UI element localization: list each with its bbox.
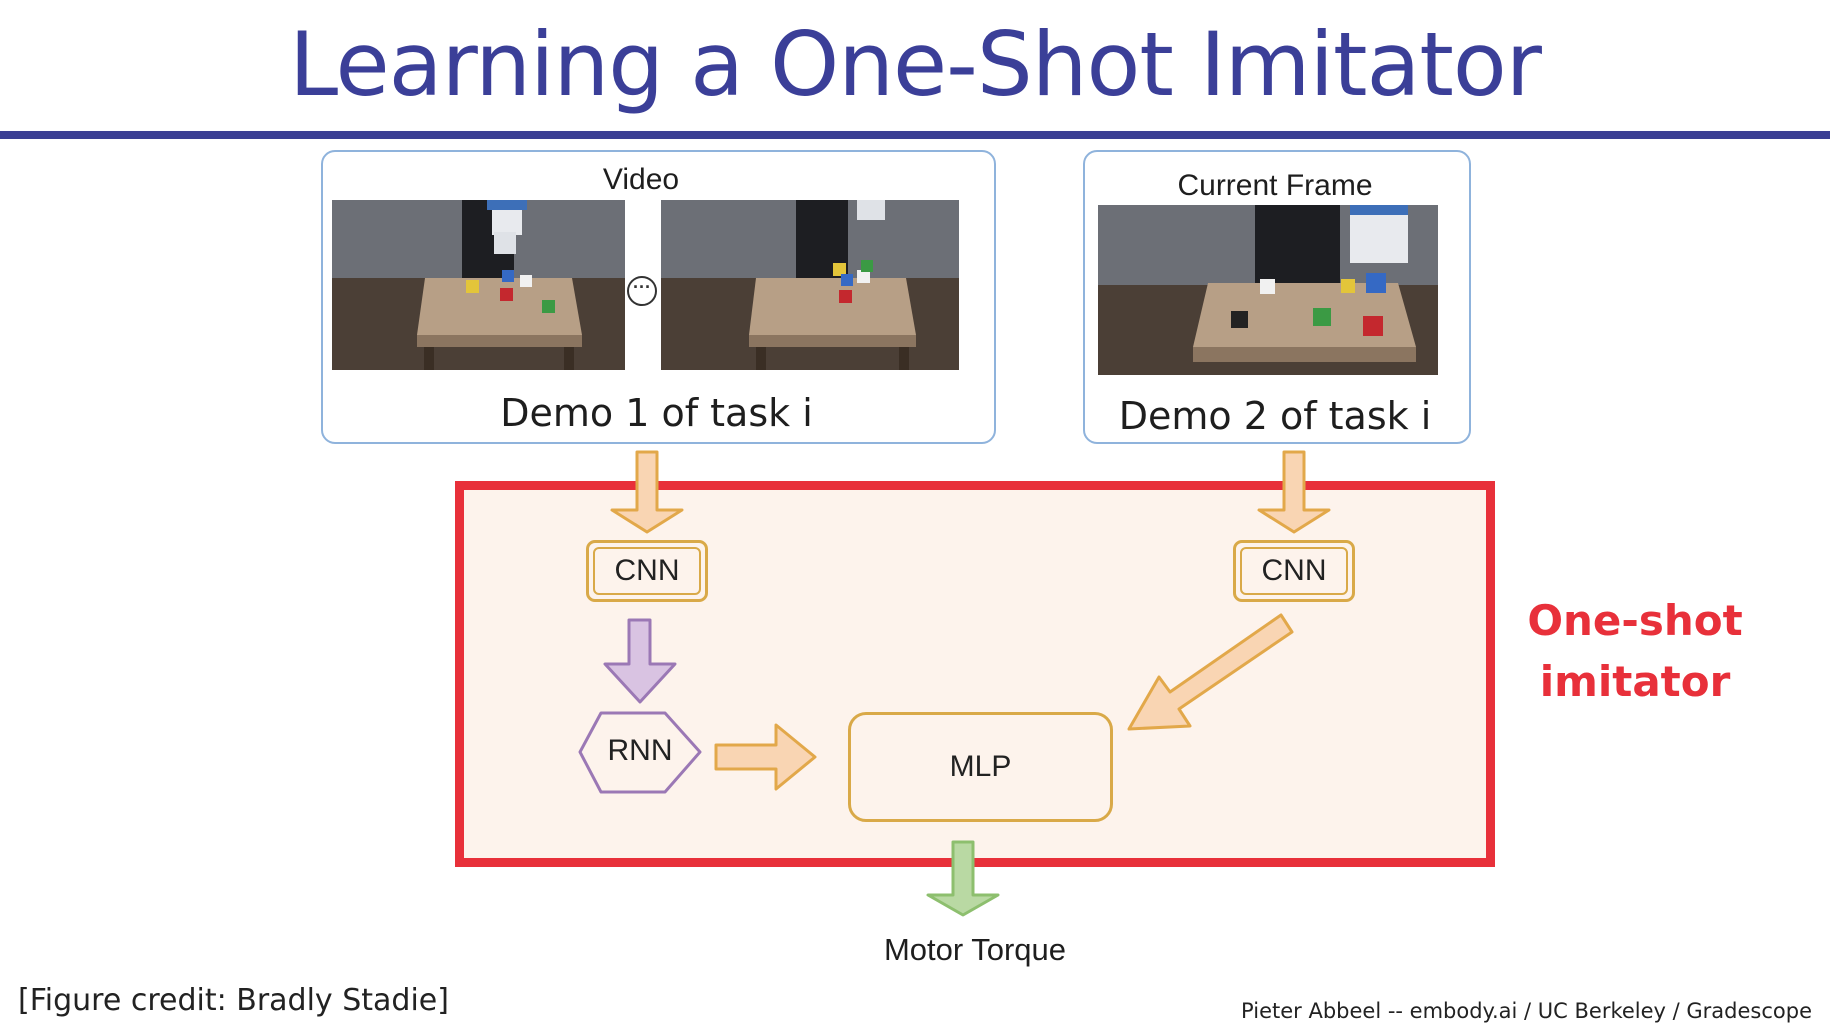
demo1-caption: Demo 1 of task i xyxy=(500,391,813,435)
demo1-video-frame-end xyxy=(661,200,959,370)
cnn-left-node xyxy=(586,540,708,602)
demo2-caption: Demo 2 of task i xyxy=(1118,394,1432,438)
arrow-demo2-to-cnn xyxy=(1257,450,1331,534)
slide-footer: Pieter Abbeel -- embody.ai / UC Berkeley… xyxy=(1241,999,1812,1023)
rnn-hexagon xyxy=(578,711,702,794)
ellipsis-icon: ··· xyxy=(627,276,657,306)
rnn-label: RNN xyxy=(607,734,673,767)
demo2-label: Current Frame xyxy=(1177,169,1373,202)
side-label-line2: imitator xyxy=(1539,657,1731,706)
arrow-cnn-to-rnn xyxy=(603,618,677,704)
demo2-current-frame xyxy=(1098,205,1438,375)
cnn-right-node xyxy=(1233,540,1355,602)
side-label-line1: One-shot xyxy=(1527,596,1743,645)
cnn-right-label: CNN xyxy=(1261,554,1327,587)
figure-credit: [Figure credit: Bradly Stadie] xyxy=(18,983,449,1018)
demo1-video-frame-start xyxy=(332,200,625,370)
arrow-mlp-to-output xyxy=(926,840,1000,917)
mlp-label: MLP xyxy=(949,750,1012,783)
mlp-node xyxy=(848,712,1113,822)
arrow-demo1-to-cnn xyxy=(610,450,684,534)
cnn-left-label: CNN xyxy=(614,554,680,587)
arrow-rnn-to-mlp xyxy=(714,723,817,791)
arrow-cnn-to-mlp xyxy=(1127,613,1294,731)
title-divider xyxy=(0,131,1830,139)
slide-title: Learning a One-Shot Imitator xyxy=(289,13,1542,116)
demo1-label: Video xyxy=(602,163,680,196)
motor-torque-label: Motor Torque xyxy=(883,932,1067,967)
one-shot-imitator-label: One-shot imitator xyxy=(1510,590,1760,712)
